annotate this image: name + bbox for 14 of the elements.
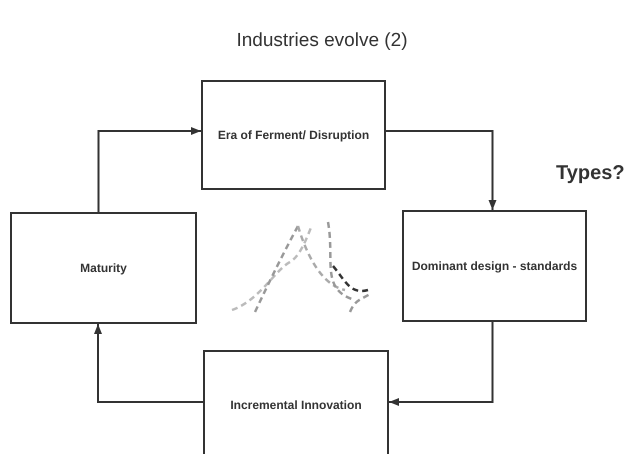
stage-label: Incremental Innovation	[230, 396, 362, 414]
stage-label: Maturity	[80, 260, 127, 276]
arrow	[386, 130, 496, 210]
stage-box	[402, 210, 587, 322]
stage-box	[201, 80, 386, 190]
title: Industries evolve (2)	[235, 30, 409, 52]
arrow	[94, 324, 203, 403]
arrow	[389, 322, 494, 406]
stage-label: Era of Ferment/ Disruption	[218, 126, 370, 144]
stage-box	[203, 350, 389, 454]
note-label: Types?	[556, 162, 625, 185]
stage-box	[10, 212, 197, 324]
arrow	[98, 127, 201, 212]
stage-label: Dominant design - standards	[412, 258, 578, 274]
